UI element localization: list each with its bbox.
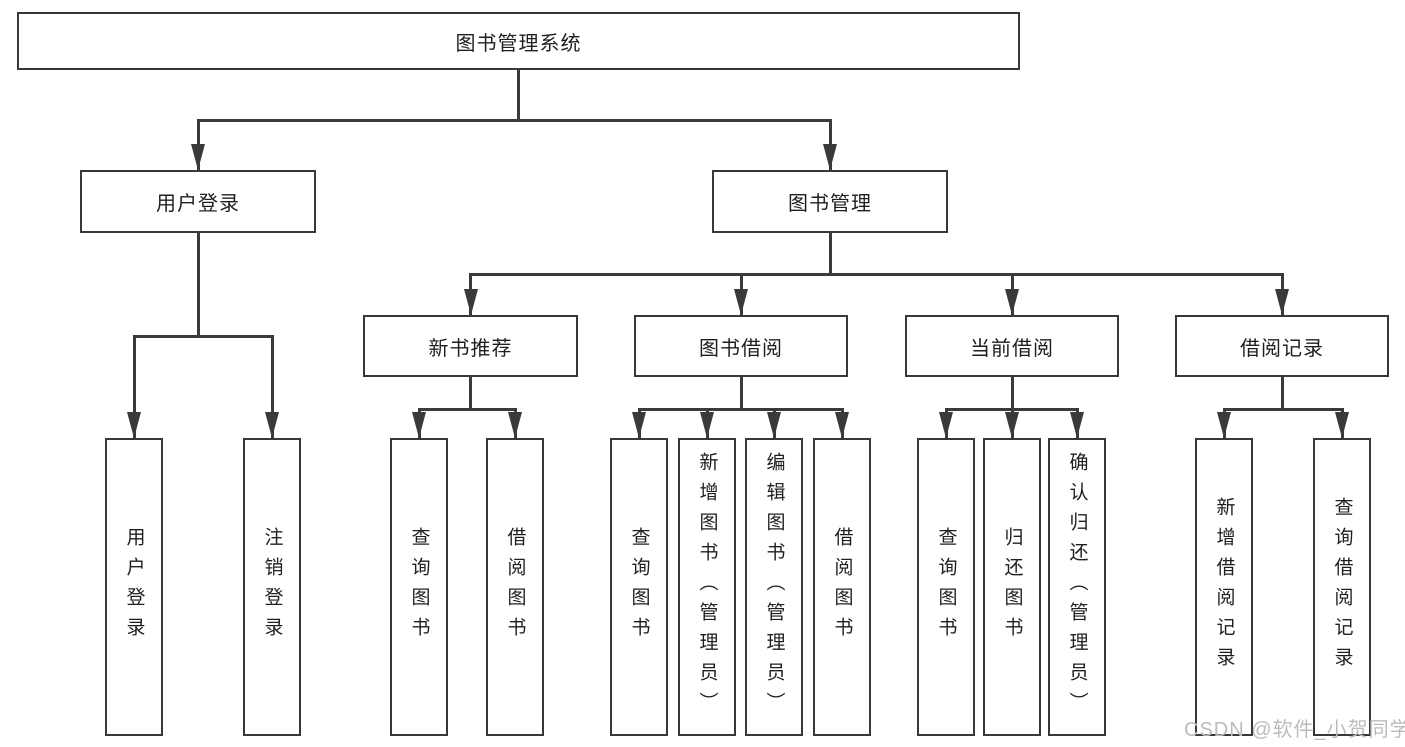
node-login: 用户登录: [105, 438, 163, 736]
node-label-book-mgmt: 图书管理: [788, 193, 872, 215]
node-borrow-records: 借阅记录: [1175, 315, 1389, 377]
arrowhead-down-icon-book-mgmt: [823, 144, 837, 170]
node-label-br-query-record: 查询借阅记录: [1331, 497, 1353, 677]
node-br-query-record: 查询借阅记录: [1313, 438, 1371, 736]
connector-bar-borrow-records: [1222, 408, 1344, 411]
node-label-new-book-rec: 新书推荐: [428, 337, 513, 360]
arrowhead-down-icon-user-login: [191, 144, 205, 170]
node-label-bb-borrow-book: 借阅图书: [831, 527, 853, 647]
node-label-cb-query-book: 查询图书: [935, 527, 957, 647]
node-label-cb-confirm-return: 确认归还（管理员）: [1066, 452, 1088, 722]
arrowhead-down-icon-book-borrow: [734, 289, 748, 315]
node-bb-query-book: 查询图书: [610, 438, 668, 736]
connector-stem-borrow-records: [1280, 377, 1284, 411]
node-bb-add-book: 新增图书（管理员）: [678, 438, 736, 736]
arrowhead-down-icon-current-borrow: [1005, 289, 1019, 315]
connector-bar-book-borrow: [637, 408, 844, 411]
node-user-login: 用户登录: [80, 170, 316, 233]
arrowhead-down-icon-new-book-rec: [463, 289, 478, 315]
connector-stem-book-borrow: [739, 377, 743, 411]
arrowhead-down-icon-borrow-records: [1275, 289, 1289, 315]
node-book-borrow: 图书借阅: [634, 315, 848, 377]
connector-stem-root: [517, 70, 520, 122]
connector-stem-new-book-rec: [469, 377, 472, 411]
connector-drop-logout: [270, 338, 274, 438]
connector-stem-user-login: [196, 233, 200, 338]
arrowhead-down-icon-logout: [265, 412, 279, 438]
node-rec-query-book: 查询图书: [390, 438, 448, 736]
connector-bar-root: [196, 119, 832, 122]
arrowhead-down-icon-bb-edit-book: [767, 412, 781, 438]
connector-bar-current-borrow: [944, 408, 1079, 411]
node-label-user-login: 用户登录: [156, 193, 240, 215]
connector-bar-new-book-rec: [417, 408, 517, 411]
arrowhead-down-icon-cb-confirm-return: [1070, 412, 1084, 438]
node-label-rec-query-book: 查询图书: [408, 527, 430, 647]
node-current-borrow: 当前借阅: [905, 315, 1119, 377]
connector-stem-book-mgmt: [828, 233, 832, 276]
node-bb-borrow-book: 借阅图书: [813, 438, 871, 736]
arrowhead-down-icon-bb-query-book: [632, 412, 646, 438]
node-book-mgmt: 图书管理: [712, 170, 948, 233]
node-label-bb-edit-book: 编辑图书（管理员）: [763, 452, 785, 722]
watermark: CSDN @软件_小贺同学: [1184, 719, 1405, 741]
node-label-login: 用户登录: [123, 527, 145, 647]
arrowhead-down-icon-rec-borrow-book: [508, 412, 522, 438]
arrowhead-down-icon-cb-query-book: [939, 412, 953, 438]
connector-stem-current-borrow: [1010, 377, 1014, 411]
arrowhead-down-icon-rec-query-book: [412, 412, 426, 438]
connector-drop-login: [132, 338, 136, 438]
node-bb-edit-book: 编辑图书（管理员）: [745, 438, 803, 736]
arrowhead-down-icon-br-add-record: [1217, 412, 1231, 438]
node-label-root: 图书管理系统: [455, 32, 582, 55]
node-br-add-record: 新增借阅记录: [1195, 438, 1253, 736]
node-label-br-add-record: 新增借阅记录: [1213, 497, 1235, 677]
arrowhead-down-icon-bb-borrow-book: [835, 412, 849, 438]
arrowhead-down-icon-cb-return-book: [1005, 412, 1019, 438]
node-label-bb-query-book: 查询图书: [628, 527, 650, 647]
node-label-rec-borrow-book: 借阅图书: [504, 527, 526, 647]
node-cb-confirm-return: 确认归还（管理员）: [1048, 438, 1106, 736]
node-label-logout: 注销登录: [261, 527, 283, 647]
arrowhead-down-icon-login: [127, 412, 141, 438]
node-root: 图书管理系统: [17, 12, 1020, 70]
node-cb-query-book: 查询图书: [917, 438, 975, 736]
node-cb-return-book: 归还图书: [983, 438, 1041, 736]
node-logout: 注销登录: [243, 438, 301, 736]
arrowhead-down-icon-bb-add-book: [700, 412, 714, 438]
node-label-borrow-records: 借阅记录: [1240, 337, 1324, 360]
arrowhead-down-icon-br-query-record: [1335, 412, 1349, 438]
node-label-bb-add-book: 新增图书（管理员）: [696, 452, 718, 722]
node-label-current-borrow: 当前借阅: [970, 337, 1054, 360]
connector-bar-user-login: [132, 335, 274, 338]
node-label-book-borrow: 图书借阅: [699, 337, 783, 360]
node-new-book-rec: 新书推荐: [363, 315, 578, 377]
node-rec-borrow-book: 借阅图书: [486, 438, 544, 736]
connector-bar-book-mgmt: [469, 273, 1284, 276]
node-label-cb-return-book: 归还图书: [1001, 527, 1023, 647]
